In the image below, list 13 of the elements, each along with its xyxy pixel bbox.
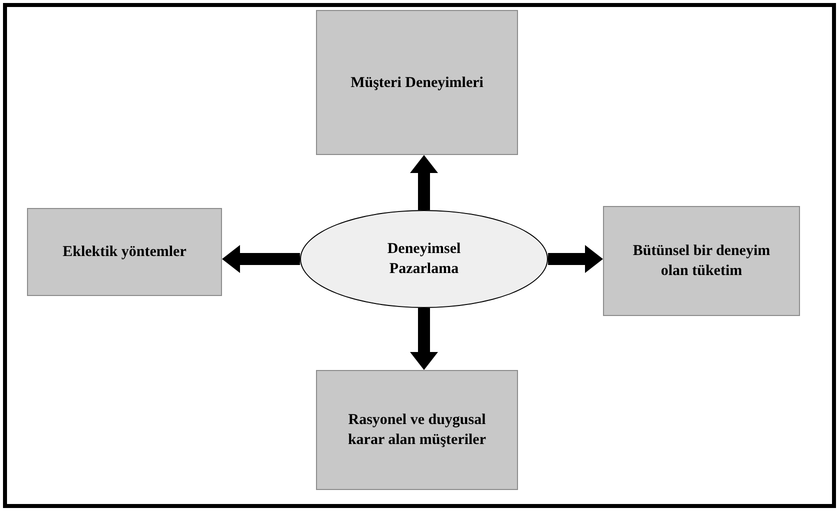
node-label: Bütünsel bir deneyim olan tüketim xyxy=(632,242,772,281)
node-label: Eklektik yöntemler xyxy=(62,243,188,262)
concept-box xyxy=(603,206,800,316)
concept-box xyxy=(27,208,222,296)
block-arrow xyxy=(222,245,300,273)
block-arrow xyxy=(548,245,603,273)
concept-box xyxy=(316,10,518,155)
node-label: Deneyimsel Pazarlama xyxy=(386,240,462,279)
block-arrow xyxy=(410,155,438,210)
node-label: Müşteri Deneyimleri xyxy=(350,74,484,92)
block-arrow xyxy=(410,308,438,370)
node-label: Rasyonel ve duygusal karar alan müşteriler xyxy=(346,411,488,450)
concept-box xyxy=(316,370,518,490)
